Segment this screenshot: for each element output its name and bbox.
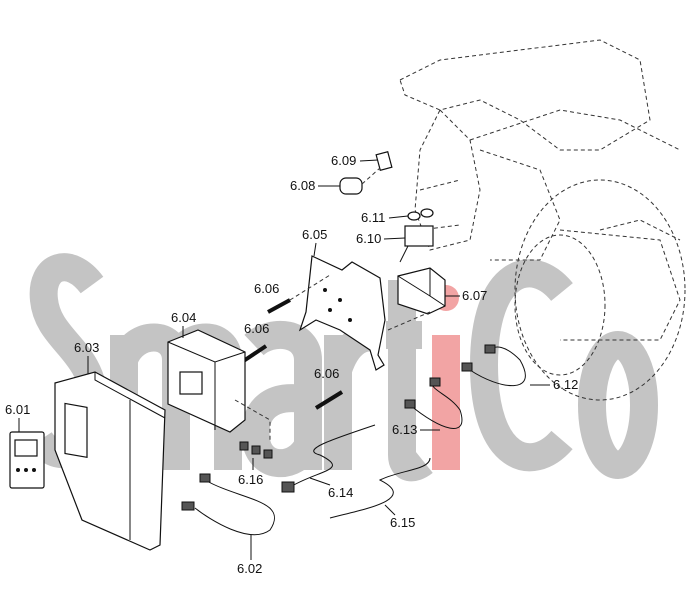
part-6-09-bracket: [375, 150, 393, 172]
label-6-12: 6.12: [553, 377, 578, 392]
part-6-11-washers: [407, 208, 434, 221]
label-6-13: 6.13: [392, 422, 417, 437]
label-6-14: 6.14: [328, 485, 353, 500]
label-6-02: 6.02: [237, 561, 262, 576]
part-6-05-mounting-plate: [289, 255, 386, 371]
part-6-03-cover: [54, 371, 166, 551]
label-6-06-top: 6.06: [254, 281, 279, 296]
part-6-07-transformer: [387, 267, 446, 331]
label-6-10: 6.10: [356, 231, 381, 246]
label-6-07: 6.07: [462, 288, 487, 303]
smartico-watermark: [28, 253, 658, 482]
part-labels: 6.09 6.08 6.11 6.10 6.05 6.06 6.04 6.06 …: [5, 153, 578, 576]
watermark-letter-c: [469, 259, 573, 472]
label-6-11: 6.11: [361, 210, 385, 225]
part-6-08-sensor: [339, 167, 381, 195]
label-6-04: 6.04: [171, 310, 196, 325]
watermark-letter-a: [241, 320, 322, 478]
label-6-09: 6.09: [331, 153, 356, 168]
cables: [181, 344, 526, 536]
label-6-06-middle: 6.06: [244, 321, 269, 336]
label-6-06-bottom: 6.06: [314, 366, 339, 381]
label-6-16: 6.16: [238, 472, 263, 487]
label-6-15: 6.15: [390, 515, 415, 530]
burner-housing-outline: [399, 39, 686, 401]
label-6-05: 6.05: [302, 227, 327, 242]
label-6-08: 6.08: [290, 178, 315, 193]
watermark-letter-t: [386, 280, 433, 482]
part-6-04-control-unit: [167, 329, 271, 440]
label-6-01: 6.01: [5, 402, 30, 417]
label-6-03: 6.03: [74, 340, 99, 355]
part-6-16-plugs: [239, 441, 273, 459]
part-6-10-pump-coil: [399, 225, 434, 263]
part-6-06-pins: [240, 298, 344, 410]
watermark-letter-o: [578, 331, 658, 479]
part-6-01-display: [9, 431, 45, 489]
